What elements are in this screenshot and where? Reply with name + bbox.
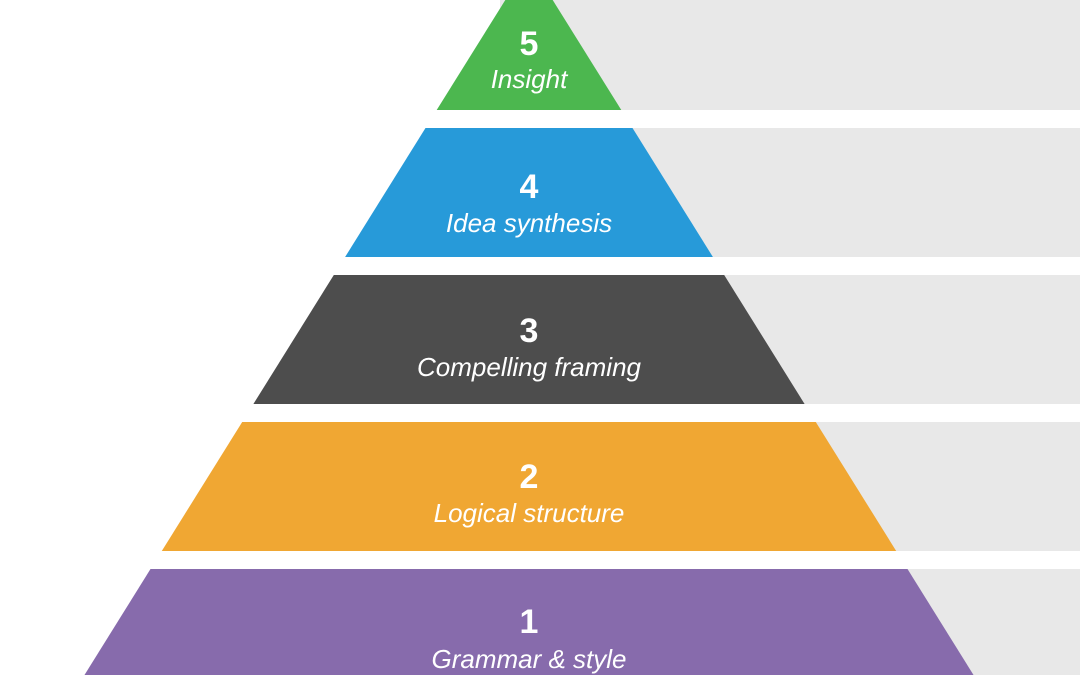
level-number-2: 2 — [520, 458, 539, 496]
level-number-5: 5 — [520, 25, 539, 63]
pyramid-level-3 — [253, 275, 805, 404]
level-number-1: 1 — [520, 603, 539, 641]
level-label-5: Insight — [491, 64, 569, 94]
level-label-3: Compelling framing — [417, 352, 642, 382]
pyramid-level-2 — [161, 422, 897, 551]
level-number-4: 4 — [520, 168, 539, 206]
level-label-1: Grammar & style — [431, 644, 626, 674]
pyramid-level-4 — [345, 128, 713, 257]
pyramid-level-1 — [84, 569, 974, 675]
level-label-4: Idea synthesis — [446, 208, 612, 238]
pyramid-level-5 — [436, 0, 622, 110]
level-number-3: 3 — [520, 312, 539, 350]
level-label-2: Logical structure — [434, 498, 625, 528]
